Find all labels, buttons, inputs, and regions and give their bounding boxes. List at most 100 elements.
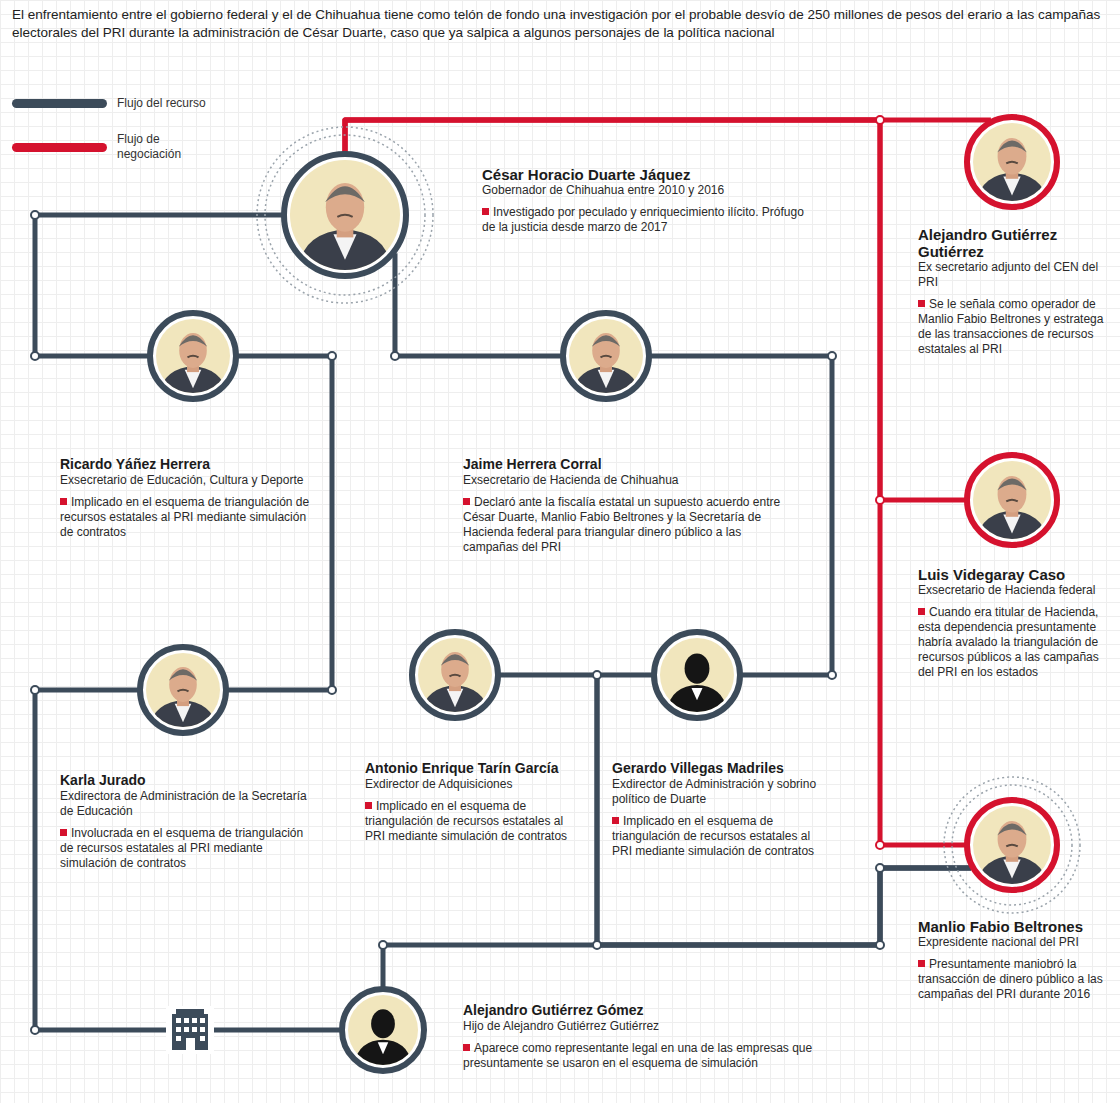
text-block: Jaime Herrera CorralExsecretario de Haci… bbox=[463, 456, 793, 555]
portrait bbox=[560, 310, 652, 402]
person-name: Jaime Herrera Corral bbox=[463, 456, 793, 473]
text-block: Alejandro Gutiérrez GutiérrezEx secretar… bbox=[918, 226, 1110, 357]
person-description: Involucrada en el esquema de triangulaci… bbox=[60, 826, 318, 871]
person-role: Gobernador de Chihuahua entre 2010 y 201… bbox=[482, 183, 812, 198]
portrait bbox=[409, 629, 501, 721]
person-description: Se le señala como operador de Manlio Fab… bbox=[918, 297, 1110, 357]
person-node: Manlio Fabio BeltronesExpresidente nacio… bbox=[918, 797, 1110, 1002]
person-name: Alejandro Gutiérrez Gutiérrez bbox=[918, 226, 1110, 260]
portrait-disc bbox=[651, 629, 743, 721]
person-description: Implicado en el esquema de triangulación… bbox=[60, 495, 318, 540]
person-description: Presuntamente maniobró la transacción de… bbox=[918, 957, 1110, 1002]
person-role: Exsecretario de Educación, Cultura y Dep… bbox=[60, 473, 318, 488]
portrait-disc bbox=[147, 310, 239, 402]
person-name: César Horacio Duarte Jáquez bbox=[482, 166, 812, 183]
person-role: Ex secretario adjunto del CEN del PRI bbox=[918, 260, 1110, 290]
portrait bbox=[147, 310, 239, 402]
portrait bbox=[964, 452, 1060, 548]
portrait bbox=[281, 151, 409, 279]
flow-connector bbox=[345, 120, 991, 152]
junction-dot bbox=[876, 116, 884, 124]
text-block: Ricardo Yáñez HerreraExsecretario de Edu… bbox=[60, 456, 318, 540]
person-node: Ricardo Yáñez HerreraExsecretario de Edu… bbox=[60, 310, 318, 540]
person-description: Cuando era titular de Hacienda, esta dep… bbox=[918, 605, 1110, 680]
dotted-ring bbox=[952, 785, 1072, 905]
person-role: Exsecretario de Hacienda federal bbox=[918, 583, 1110, 598]
person-role: Exdirectora de Administración de la Secr… bbox=[60, 789, 318, 819]
portrait bbox=[651, 629, 743, 721]
text-block: César Horacio Duarte JáquezGobernador de… bbox=[482, 166, 812, 235]
building-roof bbox=[176, 1009, 204, 1015]
portrait bbox=[137, 644, 229, 736]
legend-row: Flujo de negociación bbox=[12, 132, 207, 162]
person-role: Expresidente nacional del PRI bbox=[918, 935, 1110, 950]
flow-connector bbox=[35, 690, 340, 1030]
portrait-disc bbox=[281, 151, 409, 279]
portrait bbox=[964, 797, 1060, 893]
junction-dot bbox=[876, 864, 884, 872]
person-node: Karla JuradoExdirectora de Administració… bbox=[60, 644, 318, 871]
dotted-ring bbox=[944, 777, 1080, 913]
person-node: Alejandro Gutiérrez GómezHijo de Alejand… bbox=[339, 986, 843, 1074]
text-block: Karla JuradoExdirectora de Administració… bbox=[60, 772, 318, 871]
text-block: Alejandro Gutiérrez GómezHijo de Alejand… bbox=[463, 1002, 843, 1071]
person-node: César Horacio Duarte JáquezGobernador de… bbox=[281, 151, 812, 279]
person-name: Manlio Fabio Beltrones bbox=[918, 918, 1110, 935]
text-block: Gerardo Villegas MadrilesExdirector de A… bbox=[612, 760, 822, 859]
person-role: Exdirector de Adquisiciones bbox=[365, 777, 583, 792]
legend-row: Flujo del recurso bbox=[12, 96, 207, 111]
junction-dot bbox=[328, 686, 336, 694]
person-role: Exsecretario de Hacienda de Chihuahua bbox=[463, 473, 793, 488]
person-name: Ricardo Yáñez Herrera bbox=[60, 456, 318, 473]
text-block: Antonio Enrique Tarín GarcíaExdirector d… bbox=[365, 760, 583, 844]
person-node: Luis Videgaray CasoExsecretario de Hacie… bbox=[918, 452, 1110, 680]
junction-dot bbox=[31, 1026, 39, 1034]
person-description: Declaró ante la fiscalía estatal un supu… bbox=[463, 495, 793, 555]
person-node: Alejandro Gutiérrez GutiérrezEx secretar… bbox=[918, 114, 1110, 357]
person-name: Antonio Enrique Tarín García bbox=[365, 760, 583, 777]
person-name: Luis Videgaray Caso bbox=[918, 566, 1110, 583]
junction-dot bbox=[828, 671, 836, 679]
legend-label: Flujo de negociación bbox=[117, 132, 207, 162]
person-name: Alejandro Gutiérrez Gómez bbox=[463, 1002, 843, 1019]
person-role: Hijo de Alejandro Gutiérrez Gutiérrez bbox=[463, 1019, 843, 1034]
portrait bbox=[339, 986, 427, 1074]
junction-dot bbox=[876, 496, 884, 504]
portrait bbox=[964, 114, 1060, 210]
junction-dot bbox=[31, 352, 39, 360]
flow-connector bbox=[597, 675, 971, 945]
person-description: Implicado en el esquema de triangulación… bbox=[365, 799, 583, 844]
person-description: Investigado por peculado y enriquecimien… bbox=[482, 205, 812, 235]
text-block: Manlio Fabio BeltronesExpresidente nacio… bbox=[918, 918, 1110, 1002]
junction-dot bbox=[593, 941, 601, 949]
person-name: Gerardo Villegas Madriles bbox=[612, 760, 822, 777]
building-icon bbox=[166, 1006, 214, 1054]
person-node: Gerardo Villegas MadrilesExdirector de A… bbox=[612, 629, 822, 859]
dotted-ring bbox=[257, 127, 433, 303]
junction-dot bbox=[876, 841, 884, 849]
junction-dot bbox=[328, 352, 336, 360]
junction-dots bbox=[876, 116, 884, 849]
junction-dot bbox=[31, 686, 39, 694]
person-node: Jaime Herrera CorralExsecretario de Haci… bbox=[463, 310, 793, 555]
building-body bbox=[172, 1014, 208, 1050]
icon-patch bbox=[166, 1006, 214, 1054]
junction-dot bbox=[876, 941, 884, 949]
flow-connector bbox=[395, 253, 561, 356]
portrait-disc bbox=[964, 797, 1060, 893]
portrait-disc bbox=[560, 310, 652, 402]
junction-dots bbox=[31, 211, 884, 1034]
legend-swatch bbox=[12, 143, 107, 152]
diagram-title: El enfrentamiento entre el gobierno fede… bbox=[12, 6, 1102, 42]
building-windows bbox=[176, 1018, 205, 1050]
portrait-disc bbox=[964, 114, 1060, 210]
portrait-disc bbox=[137, 644, 229, 736]
person-name: Karla Jurado bbox=[60, 772, 318, 789]
flow-connector bbox=[345, 120, 965, 845]
flow-connector bbox=[383, 868, 971, 987]
dotted-ring bbox=[265, 135, 425, 295]
junction-dot bbox=[828, 352, 836, 360]
junction-dot bbox=[391, 352, 399, 360]
junction-dot bbox=[593, 671, 601, 679]
